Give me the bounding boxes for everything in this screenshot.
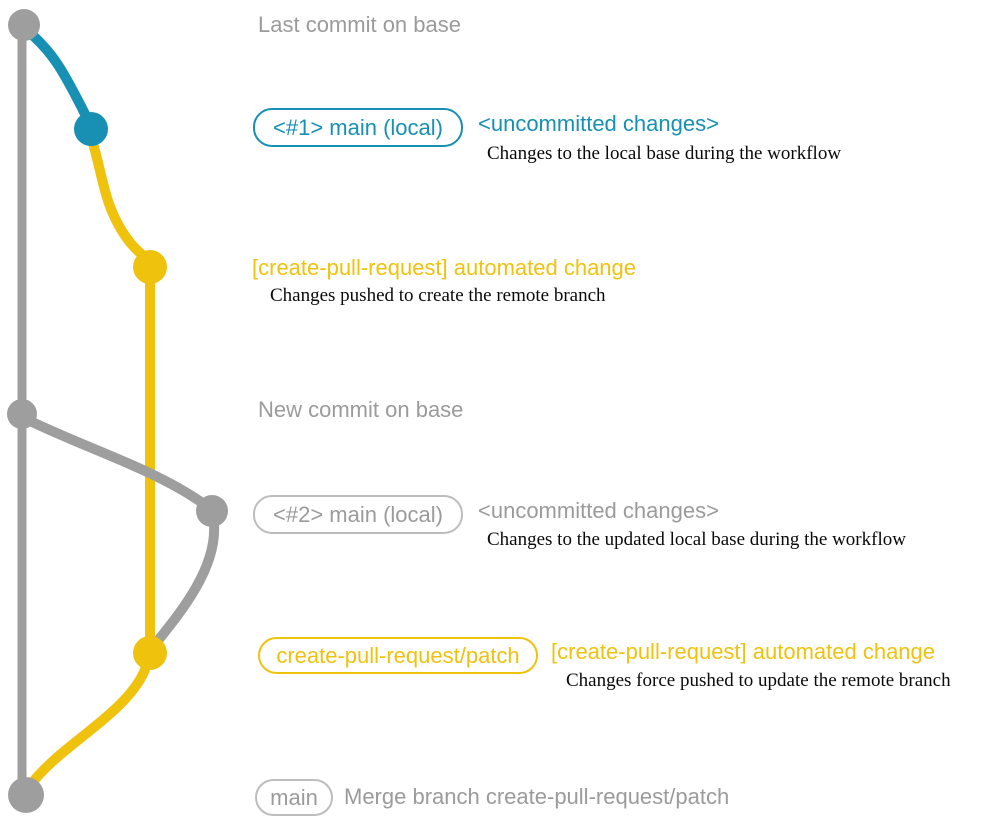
- branch-tag-main: main: [255, 779, 333, 816]
- commit-dot-new-base: [7, 399, 37, 429]
- note-pushed-create-remote: Changes pushed to create the remote bran…: [270, 285, 606, 306]
- commit-dot-local-main-2: [196, 495, 228, 527]
- annotation-automated-change-2: [create-pull-request] automated change: [551, 639, 936, 664]
- force-push-edge: [151, 519, 220, 648]
- commit-dot-merge: [8, 777, 44, 813]
- commit-dot-last-base: [8, 9, 40, 41]
- branch-tag-create-pull-request-patch-label: create-pull-request/patch: [276, 642, 520, 668]
- annotation-new-commit: New commit on base: [258, 397, 464, 422]
- local-main-branch-edge: [20, 24, 92, 123]
- annotation-automated-change-1: [create-pull-request] automated change: [252, 255, 637, 280]
- note-force-pushed-update-remote: Changes force pushed to update the remot…: [566, 670, 951, 691]
- commit-dot-automated-change-2: [133, 636, 167, 670]
- branch-tag-main-local-2: <#2> main (local): [253, 495, 463, 534]
- commit-dot-automated-change-1: [133, 250, 167, 284]
- branch-tag-main-label: main: [270, 784, 318, 810]
- updated-local-main-edge: [21, 414, 206, 507]
- branch-tag-main-local-1-label: <#1> main (local): [273, 114, 443, 140]
- annotation-uncommitted-1: <uncommitted changes>: [478, 111, 719, 136]
- branch-tag-main-local-2-label: <#2> main (local): [273, 501, 443, 527]
- note-local-base-changes: Changes to the local base during the wor…: [487, 143, 842, 164]
- note-updated-local-base-changes: Changes to the updated local base during…: [487, 529, 906, 550]
- branch-tag-main-local-1: <#1> main (local): [253, 108, 463, 147]
- annotation-uncommitted-2: <uncommitted changes>: [478, 498, 719, 523]
- commit-dot-local-main-1: [74, 112, 108, 146]
- branch-tag-create-pull-request-patch: create-pull-request/patch: [258, 637, 538, 674]
- merge-edge: [22, 662, 151, 795]
- annotation-merge-message: Merge branch create-pull-request/patch: [344, 784, 730, 809]
- patch-branch-edge-top: [87, 135, 153, 265]
- annotation-last-commit: Last commit on base: [258, 12, 461, 37]
